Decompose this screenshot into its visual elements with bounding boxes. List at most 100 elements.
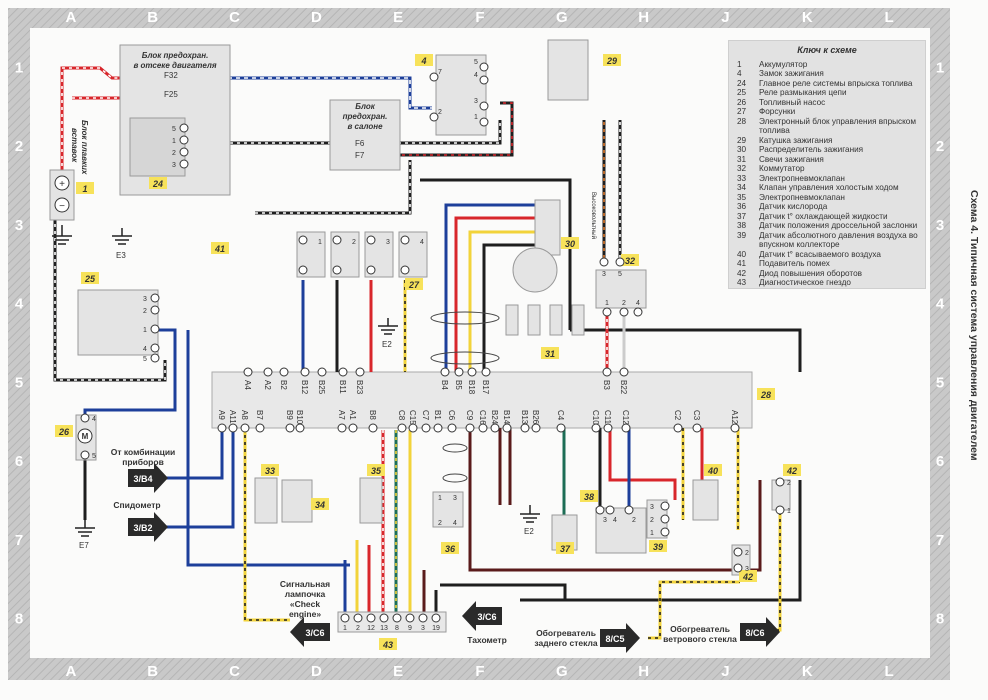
check-engine-label-1: Сигнальная	[280, 579, 330, 589]
connector-label: 3/C6	[477, 612, 496, 622]
ecu-pin-label-bottom: B8	[368, 410, 377, 420]
fusible-links-label-2: вставок	[70, 128, 79, 163]
legend-item-text: Электропневмоклапан	[759, 192, 845, 202]
component-tag-label: 24	[152, 179, 163, 189]
legend-item-number: 38	[737, 221, 747, 230]
rear-heater-label-2: заднего стекла	[534, 638, 597, 648]
diag-pin	[392, 613, 402, 623]
row-label-left: 4	[15, 296, 24, 313]
component-tag-label: 27	[408, 280, 420, 290]
ecu-pin-bottom	[447, 423, 457, 433]
legend-item-number: 24	[737, 78, 747, 88]
sensor-36-pin-label: 4	[453, 520, 457, 527]
ecu-pin-label-bottom: C11	[603, 410, 612, 425]
ecu-pin-bottom	[285, 423, 295, 433]
relay-24-terminal	[179, 159, 189, 169]
component-tag-label: 28	[760, 390, 771, 400]
diag-socket-43	[337, 611, 447, 633]
component-tag-41: 41	[211, 242, 229, 254]
relay-25	[77, 289, 159, 356]
ecu-pin-label-bottom: B9	[285, 410, 294, 420]
ecu-pin-label-top: B12	[300, 380, 309, 395]
ecu-pin-label-top: B11	[338, 380, 347, 394]
component-tag-1: 1	[76, 182, 94, 194]
sensor-38-terminal	[605, 505, 615, 515]
fusible-links-label-1: Блок плавких	[80, 120, 89, 175]
ecu-pin-top	[619, 367, 629, 377]
ecu-pin-bottom	[217, 423, 227, 433]
relay-25-terminal	[150, 324, 160, 334]
sensor-38-terminal	[624, 505, 634, 515]
ground-e7: E7	[79, 541, 89, 550]
legend-item-number: 1	[737, 59, 742, 69]
distributor-30	[534, 199, 561, 256]
ecu-pin-top	[481, 367, 491, 377]
sensor-36-pin-label: 1	[438, 495, 442, 502]
module-32-pin-label: 1	[605, 300, 609, 307]
column-label-bottom: A	[65, 663, 76, 680]
diode-42-pin-label: 2	[787, 480, 791, 487]
ecu-pin-label-bottom: A1	[348, 410, 357, 420]
column-label-top: E	[393, 9, 403, 26]
injector-terminal	[366, 235, 376, 245]
diode-42-terminal	[733, 563, 743, 573]
ecu-pin-top	[279, 367, 289, 377]
ecu-pin-top	[355, 367, 365, 377]
relay-25-terminal	[150, 353, 160, 363]
column-label-bottom: D	[311, 663, 322, 680]
ecu-pin-label-top: B3	[602, 380, 611, 390]
legend-item-text: Подавитель помех	[759, 259, 830, 268]
row-label-right: 2	[936, 138, 944, 155]
windshield-heater-label-1: Обогреватель	[670, 624, 730, 634]
ecu-pin-label-top: A4	[243, 380, 252, 390]
component-tag-33: 33	[261, 464, 279, 476]
legend-item-text: Клапан управления холостым ходом	[759, 183, 899, 192]
check-engine-label-2: лампочка	[285, 589, 326, 599]
ecu-pin-label-bottom: B26	[531, 410, 540, 425]
ecu-pin-bottom	[337, 423, 347, 433]
switch-4-terminal	[429, 72, 439, 82]
motor-icon	[77, 428, 93, 444]
ecu-pin-top	[263, 367, 273, 377]
connector-arrow: 8/C6	[740, 617, 780, 647]
component-tag-label: 37	[560, 544, 571, 554]
switch-4-terminal	[479, 117, 489, 127]
column-label-top: G	[556, 9, 568, 26]
ecu-pin-bottom	[531, 423, 541, 433]
diode-42-pin-label: 1	[787, 508, 791, 515]
legend-item-text: Форсунки	[759, 107, 796, 116]
injector-terminal	[298, 265, 308, 275]
component-tag-label: 26	[58, 427, 70, 437]
distributor-cap	[512, 247, 558, 293]
sensor-38-terminal	[595, 505, 605, 515]
ecu-pin-bottom	[502, 423, 512, 433]
legend-item-text: Диод повышения оборотов	[759, 268, 862, 278]
ecu-pin-label-top: B2	[279, 380, 288, 390]
component-tag-label: 36	[445, 544, 456, 554]
row-label-left: 5	[15, 374, 23, 391]
module-32-pin-label: 5	[618, 271, 622, 278]
ecu-pin-label-bottom: B10	[295, 410, 304, 425]
check-engine-label-3: «Check	[290, 599, 321, 609]
component-tag-label: 32	[625, 256, 635, 266]
component-tag-label: 4	[420, 56, 426, 66]
component-tag-32: 32	[621, 254, 639, 266]
legend-item-text: Диагностическое гнездо	[759, 278, 851, 287]
diag-pin	[418, 613, 428, 623]
legend-item-number: 33	[737, 173, 747, 183]
component-tag-label: 31	[545, 349, 555, 359]
component-tag-4: 4	[415, 54, 433, 66]
spark-plug-icon	[549, 304, 563, 336]
component-tag-42: 42	[739, 570, 757, 582]
relay-25-pin-label: 3	[143, 296, 147, 303]
legend-item-number: 26	[737, 97, 747, 107]
ecu-pin-label-top: B18	[467, 380, 476, 395]
legend-item-number: 37	[737, 211, 747, 221]
legend-item-number: 27	[737, 107, 747, 116]
ecu-pin-top	[300, 367, 310, 377]
